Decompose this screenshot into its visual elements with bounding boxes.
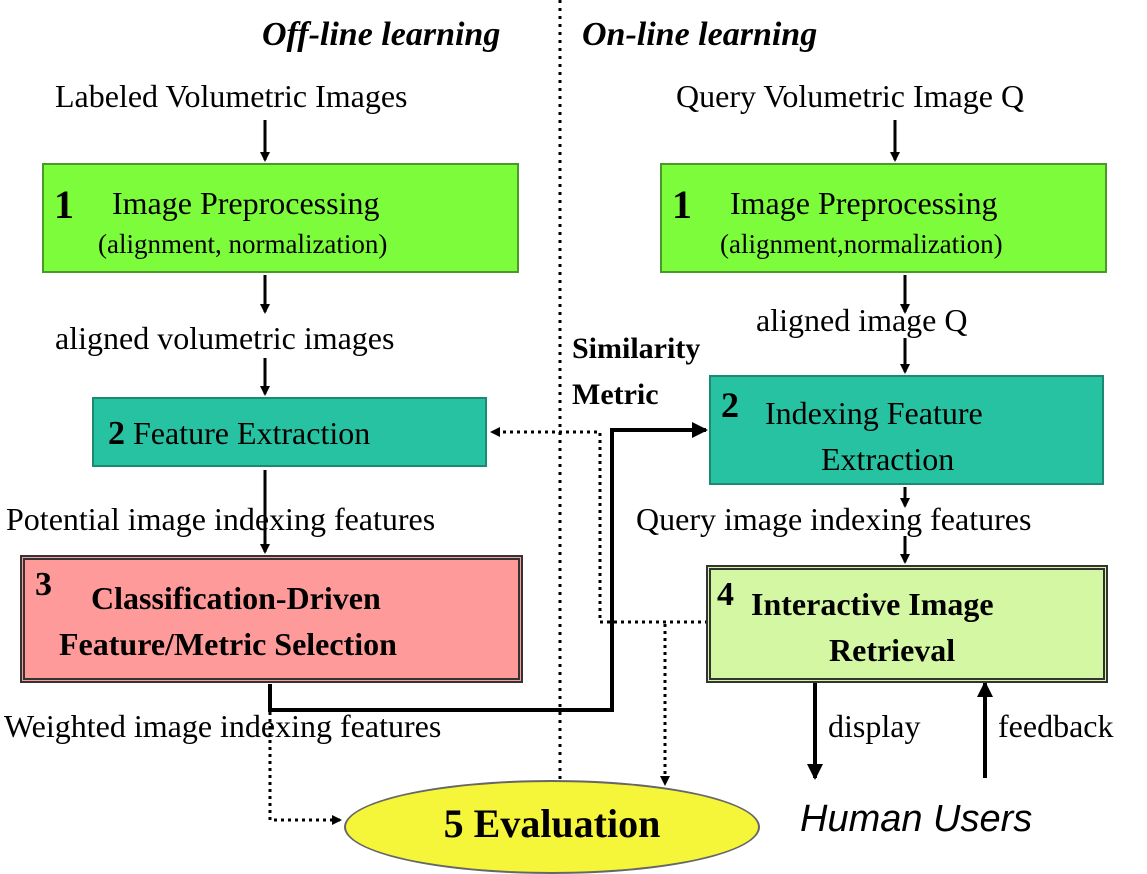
right-input-label: Query Volumetric Image Q	[676, 78, 1025, 114]
left-box1-subtitle: (alignment, normalization)	[98, 229, 388, 259]
right-box1-subtitle: (alignment,normalization)	[720, 229, 1003, 259]
left-box3-line2: Feature/Metric Selection	[59, 626, 397, 662]
left-box3-line1: Classification-Driven	[91, 580, 381, 616]
left-input-label: Labeled Volumetric Images	[55, 78, 408, 114]
left-feature-extraction-box: 2 Feature Extraction	[92, 397, 487, 467]
left-weighted-label: Weighted image indexing features	[4, 708, 442, 744]
left-box2-text: 2 Feature Extraction	[108, 417, 370, 451]
similarity-line1: Similarity	[572, 332, 701, 365]
right-box2-line2: Extraction	[821, 441, 955, 477]
right-box1-number: 1	[672, 182, 692, 227]
evaluation-label: Evaluation	[473, 801, 661, 846]
connector-weighted-to-indexing	[268, 422, 708, 712]
right-box2-line1: Indexing Feature	[765, 395, 983, 431]
left-box3-number: 3	[35, 566, 52, 603]
left-box1-title: Image Preprocessing	[112, 185, 380, 221]
evaluation-oval: 5 Evaluation	[344, 780, 760, 874]
connector-left-to-evaluation	[268, 712, 342, 825]
left-box1-number: 1	[54, 182, 74, 227]
right-preprocessing-box: 1 Image Preprocessing (alignment,normali…	[660, 163, 1107, 273]
connector-similarity-dotted	[490, 427, 708, 624]
left-box2-title: Feature Extraction	[133, 415, 371, 451]
left-selection-box: 3 Classification-Driven Feature/Metric S…	[20, 555, 523, 683]
left-mid-label: aligned volumetric images	[55, 320, 395, 356]
left-features-label: Potential image indexing features	[6, 501, 436, 537]
feedback-label: feedback	[998, 708, 1114, 744]
header-online: On-line learning	[582, 16, 818, 53]
similarity-line2: Metric	[572, 378, 659, 411]
human-users-label: Human Users	[800, 798, 1033, 840]
left-box2-number: 2	[108, 415, 125, 452]
right-retrieval-box: 4 Interactive Image Retrieval	[706, 565, 1108, 683]
right-box2-number: 2	[721, 385, 739, 425]
right-mid-label: aligned image Q	[756, 302, 968, 338]
right-box1-title: Image Preprocessing	[730, 185, 998, 221]
right-box4-line1: Interactive Image	[751, 586, 994, 622]
evaluation-text: 5 Evaluation	[346, 804, 758, 844]
right-box4-line2: Retrieval	[829, 632, 956, 668]
right-box4-number: 4	[717, 576, 734, 613]
header-offline: Off-line learning	[262, 16, 501, 53]
right-features-label: Query image indexing features	[636, 501, 1032, 537]
right-indexing-box: 2 Indexing Feature Extraction	[709, 375, 1104, 485]
left-preprocessing-box: 1 Image Preprocessing (alignment, normal…	[42, 163, 519, 273]
display-label: display	[828, 708, 921, 744]
evaluation-number: 5	[443, 801, 464, 846]
